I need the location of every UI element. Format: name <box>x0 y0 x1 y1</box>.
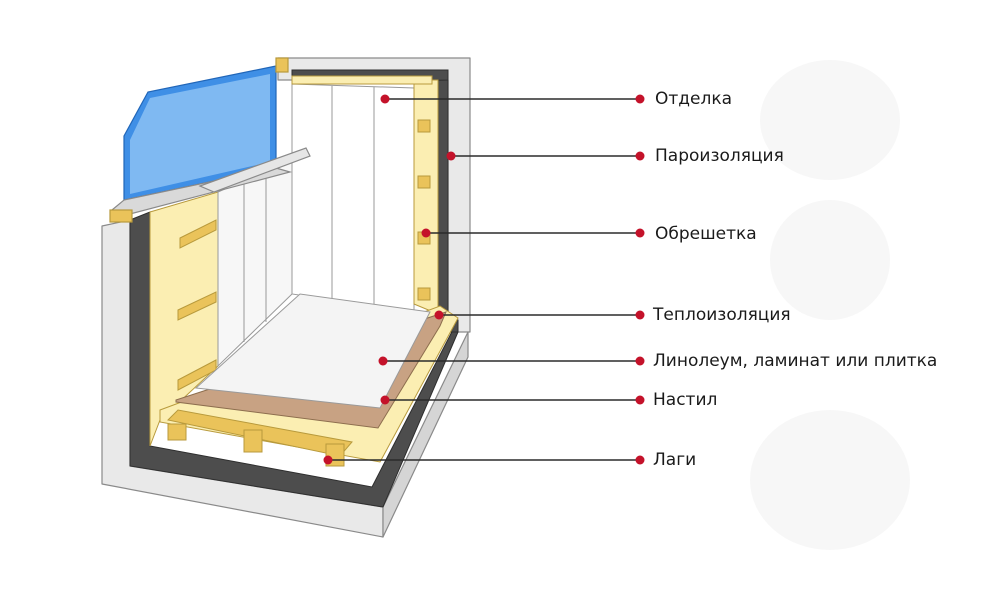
floor-layers <box>159 293 459 467</box>
label-finish: Отделка <box>655 89 733 109</box>
finish-panels <box>217 83 415 368</box>
callout-lines <box>328 98 640 461</box>
left-wall-insulation <box>149 191 219 447</box>
callout-markers <box>323 94 645 465</box>
background-shapes <box>750 60 910 550</box>
window <box>109 57 311 223</box>
label-lath: Обрешетка <box>655 224 757 244</box>
label-joists: Лаги <box>653 450 697 470</box>
label-floor-covering: Линолеум, ламинат или плитка <box>653 351 938 371</box>
right-wall-insulation <box>291 75 439 315</box>
label-vapor-barrier: Пароизоляция <box>655 146 784 166</box>
label-decking: Настил <box>653 390 718 410</box>
label-thermal-insulation: Теплоизоляция <box>653 305 791 325</box>
